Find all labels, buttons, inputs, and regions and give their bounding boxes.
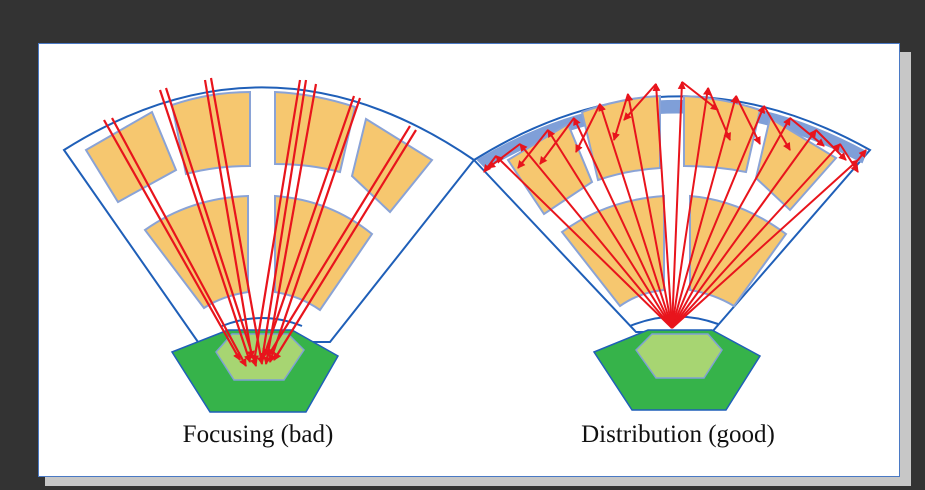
left-caption: Focusing (bad) — [182, 421, 334, 448]
right-caption: Distribution (good) — [581, 421, 775, 448]
right-scatter-arrows — [483, 81, 867, 173]
left-fan-outline — [62, 86, 476, 343]
right-hexagon-inner — [635, 333, 723, 379]
right-outgoing-arrows — [495, 81, 859, 329]
right-distribution-diagram — [472, 81, 872, 411]
left-focusing-diagram — [62, 77, 476, 413]
right-outer-blocks — [506, 94, 838, 216]
left-focusing-arrows — [103, 77, 417, 367]
